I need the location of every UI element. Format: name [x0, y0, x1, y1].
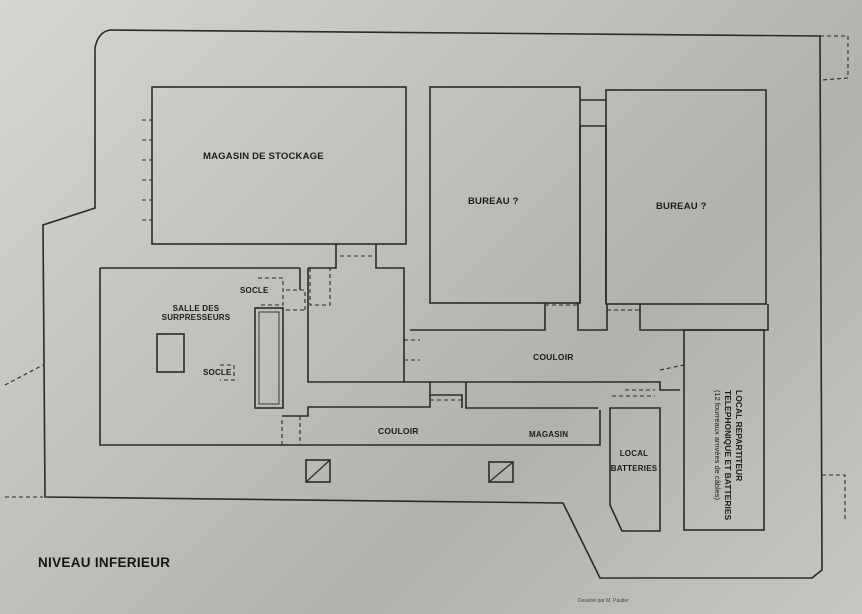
room-bureau-1: [429, 86, 581, 304]
label-socle-1: SOCLE: [240, 286, 269, 295]
socle-tall: [254, 307, 284, 409]
label-local-repartiteur-line1: LOCAL REPARTITEUR: [734, 390, 744, 482]
label-salle-surpresseurs: SALLE DES SURPRESSEURS: [155, 304, 237, 322]
room-center: [307, 244, 405, 383]
vent-box-2: [488, 461, 514, 483]
vent-box-1: [305, 459, 331, 483]
label-salle-surpresseurs-line1: SALLE DES: [172, 304, 220, 313]
label-magasin: MAGASIN: [529, 430, 569, 439]
label-local-batteries: LOCAL BATTERIES: [608, 446, 660, 476]
label-couloir-lower: COULOIR: [378, 426, 419, 436]
label-magasin-stockage: MAGASIN DE STOCKAGE: [203, 151, 324, 162]
label-local-batteries-line1: LOCAL: [619, 449, 649, 458]
label-bureau-2: BUREAU ?: [656, 201, 707, 212]
room-magasin-stockage: [151, 86, 407, 245]
room-local-batteries: [609, 407, 661, 532]
corridor-lower: [282, 395, 601, 446]
label-local-repartiteur: LOCAL REPARTITEUR TELEPHONIQUE ET BATTER…: [712, 390, 744, 520]
label-bureau-1: BUREAU ?: [468, 196, 519, 207]
label-local-repartiteur-line2: TELEPHONIQUE ET BATTERIES: [723, 390, 734, 521]
bureau-passage: [579, 99, 607, 303]
socle-small: [156, 333, 185, 373]
room-local-repartiteur: [683, 329, 765, 531]
room-bureau-2: [605, 89, 767, 305]
label-local-batteries-line2: BATTERIES: [610, 464, 658, 474]
label-local-repartiteur-line3: (12 fourreaux arrivées de câbles): [712, 390, 722, 501]
plan-credit: Dessiné par M. Pautier: [578, 598, 629, 604]
outer-wall: [42, 29, 823, 579]
label-salle-surpresseurs-line2: SURPRESSEURS: [161, 313, 231, 323]
room-salle-surpresseurs: [99, 267, 301, 446]
label-socle-2: SOCLE: [203, 368, 232, 377]
label-couloir-upper: COULOIR: [533, 352, 574, 362]
plan-title: NIVEAU INFERIEUR: [38, 555, 171, 570]
corridor-upper: [410, 303, 769, 331]
